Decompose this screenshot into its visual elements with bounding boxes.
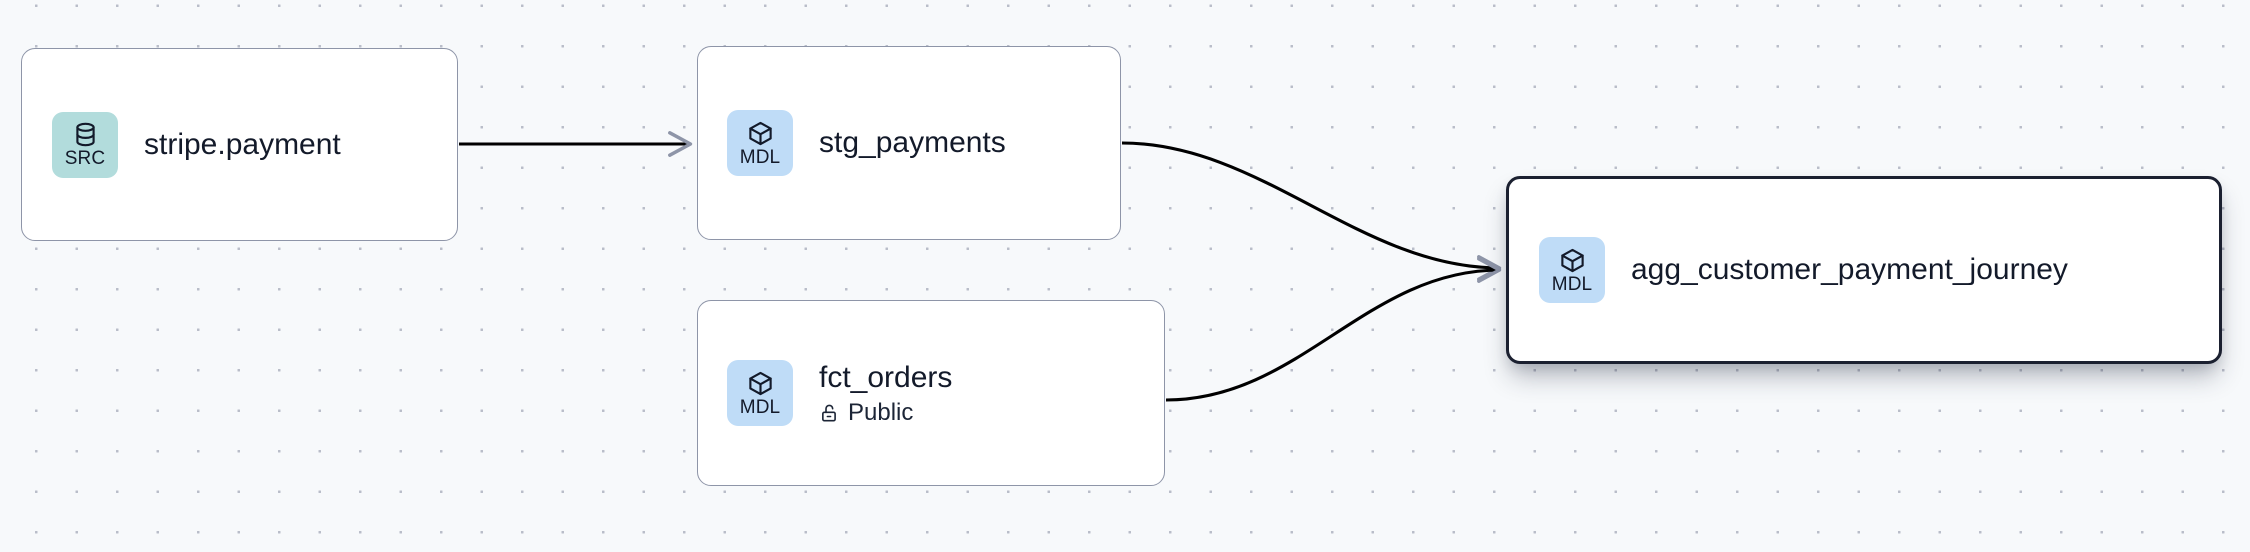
lineage-node-agg-customer-payment-journey[interactable]: MDL agg_customer_payment_journey	[1506, 176, 2222, 364]
lineage-node-stg-payments[interactable]: MDL stg_payments	[697, 46, 1121, 240]
node-title: stripe.payment	[144, 127, 341, 161]
node-title: fct_orders	[819, 360, 953, 394]
node-type-badge-src: SRC	[52, 111, 118, 178]
badge-label: MDL	[1551, 273, 1593, 295]
node-body: fct_orders Public	[819, 361, 952, 426]
cube-icon	[747, 120, 774, 147]
node-visibility: Public	[819, 398, 952, 426]
node-type-badge-mdl: MDL	[727, 110, 793, 176]
badge-label: MDL	[739, 146, 781, 168]
edge-fct-to-agg	[1165, 257, 1502, 402]
node-body: stg_payments	[819, 126, 1006, 160]
badge-label: MDL	[739, 396, 781, 418]
node-type-badge-mdl: MDL	[727, 360, 793, 426]
node-title: stg_payments	[819, 126, 1006, 159]
lineage-node-stripe-payment[interactable]: SRC stripe.payment	[21, 48, 458, 241]
lineage-node-fct-orders[interactable]: MDL fct_orders Public	[697, 300, 1165, 486]
cube-icon	[747, 370, 774, 397]
badge-label: SRC	[64, 148, 106, 169]
node-type-badge-mdl: MDL	[1539, 237, 1605, 303]
node-body: stripe.payment	[144, 128, 341, 162]
node-body: agg_customer_payment_journey	[1631, 253, 2068, 287]
node-title: agg_customer_payment_journey	[1631, 253, 2068, 286]
unlock-icon	[819, 402, 840, 424]
database-icon	[72, 121, 99, 148]
edge-stg-to-agg	[1121, 141, 1502, 281]
node-visibility-label: Public	[848, 398, 914, 426]
cube-icon	[1559, 247, 1586, 274]
